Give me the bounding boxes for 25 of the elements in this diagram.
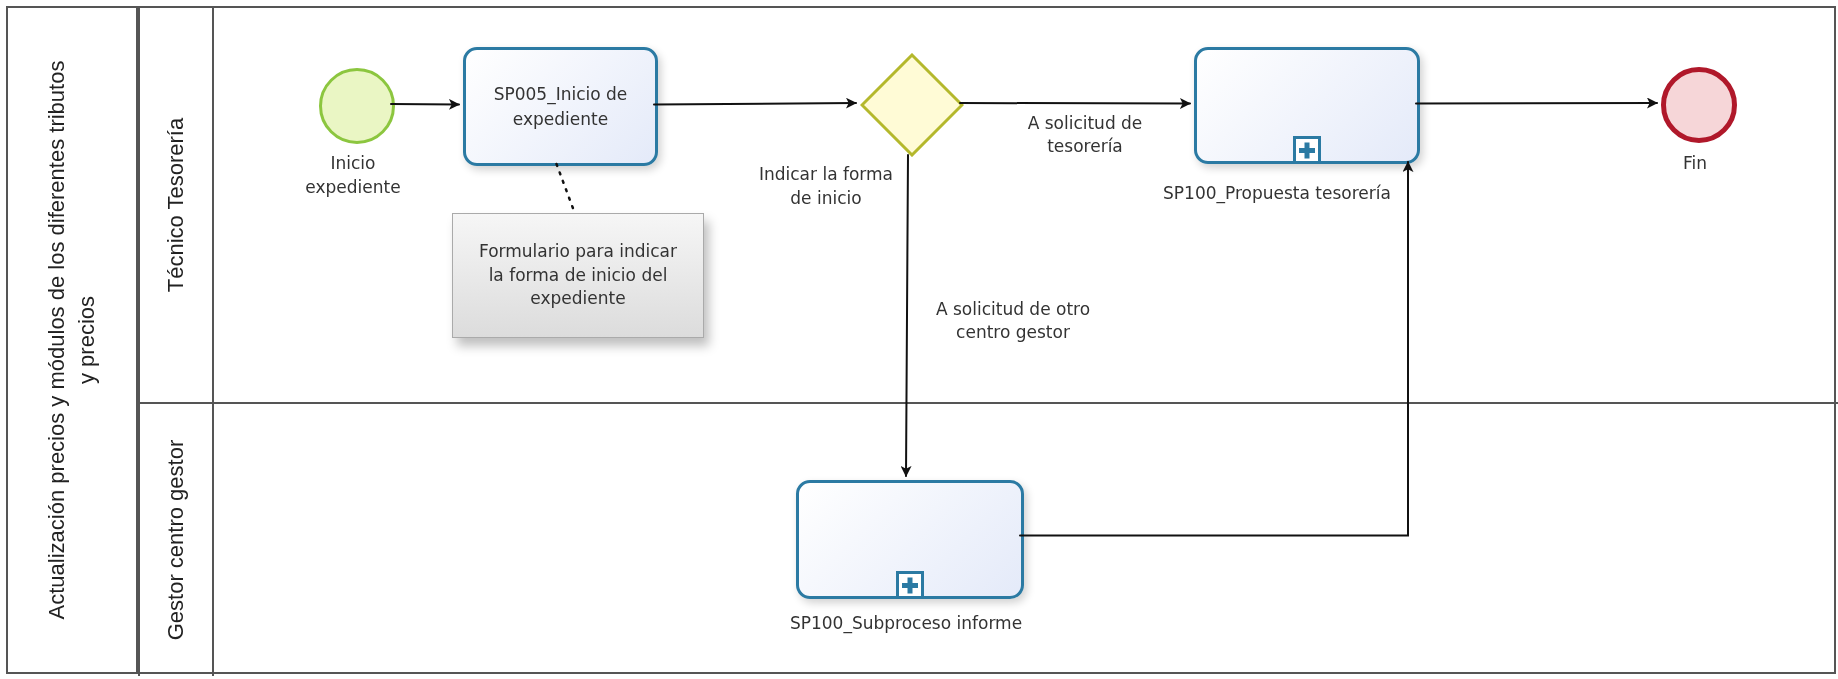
task-box [463,47,658,166]
sequence-flow-arrow [1415,97,1658,109]
annotation-box [452,213,704,338]
sequence-flow-arrow [653,97,857,109]
subprocess-box [1194,47,1420,164]
node-caption: SP100_Subproceso informe [788,612,1024,636]
node-caption: SP100_Propuesta tesorería [1162,182,1392,206]
sequence-flow-arrow [1019,161,1414,537]
task-label: SP005_Inicio de expediente [492,82,629,131]
node-caption: Indicar la forma de inicio [757,163,895,210]
gateway-diamond [860,53,964,157]
node-caption: Inicio expediente [304,152,402,199]
subprocess-box [796,480,1024,599]
annotation-text: Formulario para indicar la forma de inicio del expediente [477,239,678,311]
sequence-flow-arrow [900,154,912,477]
swimlane [138,402,1838,676]
node-caption: Fin [1681,152,1708,175]
lane-title: Gestor centro gestor [162,438,190,643]
start-event-circle [319,68,395,144]
sequence-flow-arrow [959,98,1191,109]
pool [6,6,1836,674]
pool-title: Actualización precios y módulos de los diferentes tributos y precios [43,60,100,620]
sequence-flow-arrow [390,98,460,110]
lane-title: Técnico Tesorería [162,116,190,295]
end-event-circle [1661,67,1737,143]
